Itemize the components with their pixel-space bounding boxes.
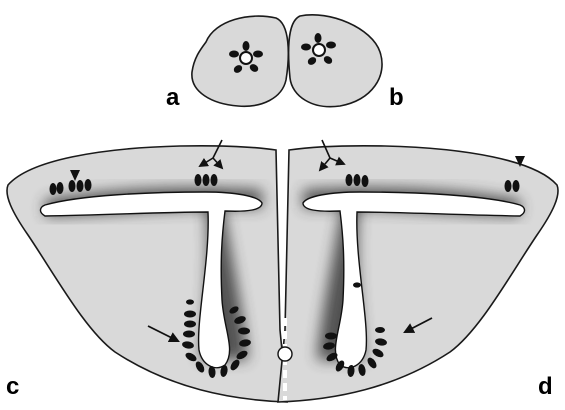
panel-label-a: a: [166, 86, 179, 110]
panel-c-section: [7, 140, 287, 402]
panel-d-section: [278, 140, 558, 402]
panel-b-section: [289, 15, 382, 107]
panel-label-b: b: [389, 86, 404, 110]
panel-label-c: c: [6, 375, 19, 399]
panel-label-d: d: [538, 375, 553, 399]
panel-a-section: [192, 16, 288, 106]
